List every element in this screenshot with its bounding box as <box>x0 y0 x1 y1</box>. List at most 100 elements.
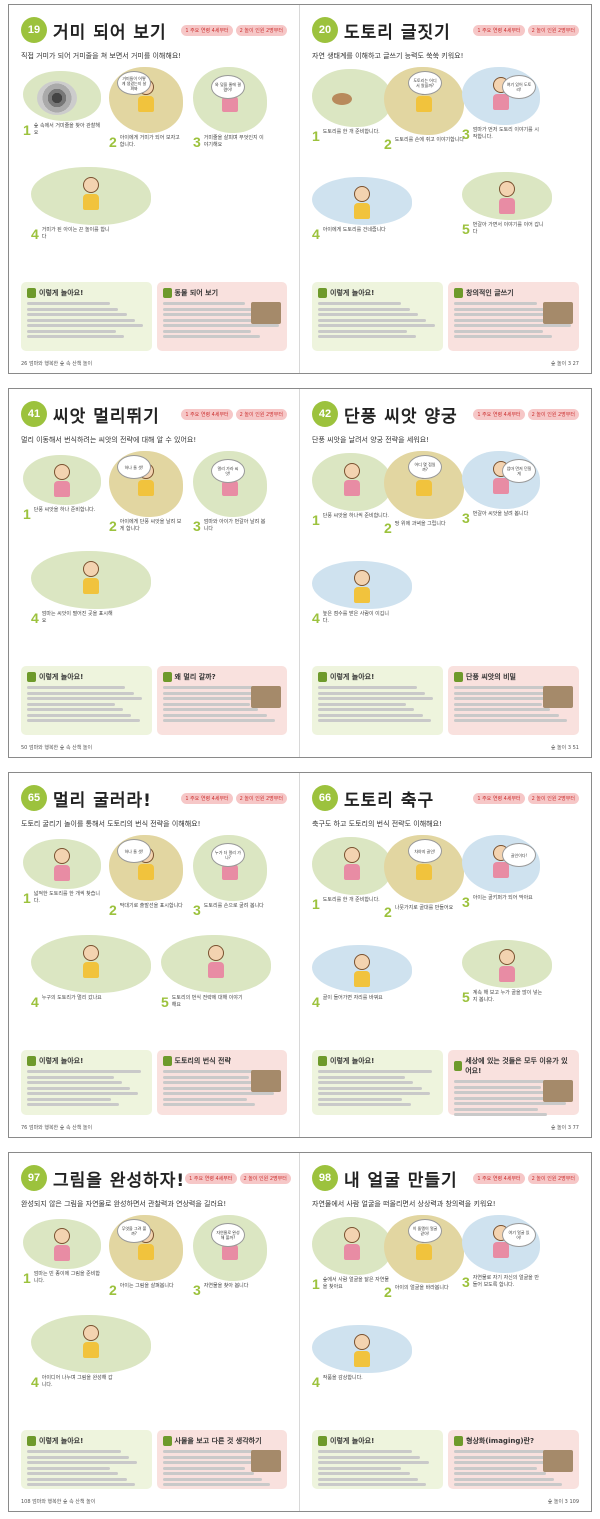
text-line <box>162 1070 277 1073</box>
step-number: 4 <box>31 994 39 1010</box>
speech-bubble: 자연물로 완성해 볼까? <box>211 1223 245 1247</box>
tip-boxes: 이렇게 놀아요!왜 멀리 갈까? <box>21 666 287 735</box>
text-line <box>27 335 125 338</box>
activity-intro: 완성되지 않은 그림을 자연물로 완성하면서 관찰력과 연상력을 길러요! <box>21 1200 227 1208</box>
page-footer: 숲 놀이 3 109 <box>548 1498 579 1505</box>
page-number: 77 <box>572 1125 579 1131</box>
step-number: 1 <box>23 122 31 138</box>
speech-bubble: 멀리 가라 씨앗! <box>211 459 245 483</box>
step-number: 5 <box>462 989 470 1005</box>
how-to-play-box: 이렇게 놀아요! <box>312 1430 443 1489</box>
step-text: 거미가 된 아이는 끈 놀이를 합니다 <box>41 227 110 240</box>
child-head <box>54 1228 70 1244</box>
info-tag: 2 놀이 인원 2명부터 <box>527 792 579 804</box>
text-line <box>162 702 251 706</box>
text-line <box>318 691 426 695</box>
child-figure <box>343 847 361 885</box>
speech-bubble: 여기 얼굴 있어! <box>502 1223 536 1247</box>
step-text: 엄마가 먼저 도토리 이야기를 시작합니다. <box>472 127 539 140</box>
step-text: 땅 위에 과녁을 그립니다 <box>394 521 446 527</box>
book-title: 숲 놀이 3 <box>550 1125 572 1131</box>
step-text: 아이는 그림을 살펴봅니다 <box>119 1283 174 1289</box>
text-line <box>27 1477 127 1481</box>
tip-box-title: 이렇게 놀아요! <box>318 1056 437 1066</box>
speech-bubble: 골인이다! <box>502 843 536 867</box>
text-line <box>27 324 144 327</box>
child-figure <box>82 561 100 599</box>
child-head <box>54 848 70 864</box>
how-to-play-box: 이렇게 놀아요! <box>21 666 152 735</box>
step-number: 2 <box>384 904 392 920</box>
step-text: 도토리를 손으로 굴려 봅니다 <box>203 903 264 909</box>
text-line <box>27 1450 121 1453</box>
illustration-blob <box>462 172 552 220</box>
child-figure <box>82 1325 100 1363</box>
step-text: 엄마는 빈 종이에 그림을 준비합니다. <box>33 1271 100 1284</box>
book-title: 숲 놀이 3 <box>547 1499 568 1505</box>
step-text: 아이디어 나누며 그림을 완성해 갑니다. <box>41 1375 113 1388</box>
info-tag: 2 놀이 인원 2명부터 <box>527 1172 579 1184</box>
child-body <box>416 96 432 113</box>
text-line <box>454 719 568 722</box>
body-text-lines <box>27 1450 146 1486</box>
illustration-blob <box>23 839 101 889</box>
text-line <box>27 1472 119 1475</box>
child-figure <box>353 1333 371 1372</box>
text-line <box>454 1461 565 1464</box>
text-line <box>318 1466 402 1470</box>
step-number: 1 <box>23 1270 31 1286</box>
text-line <box>27 1483 135 1486</box>
activity-intro: 자연 생태계를 이해하고 글쓰기 능력도 쑥쑥 키워요! <box>312 52 464 60</box>
page-footer: 숲 놀이 3 51 <box>551 744 579 751</box>
step-number: 2 <box>384 136 392 152</box>
child-body <box>222 479 238 496</box>
illustration-blob <box>462 940 552 988</box>
how-to-play-box: 이렇게 놀아요! <box>312 1050 443 1115</box>
text-line <box>318 324 435 327</box>
step-text: 번갈아 씨앗을 날려 봅니다 <box>472 511 529 517</box>
text-line <box>318 1477 418 1481</box>
step-number: 1 <box>312 512 320 528</box>
tip-box-title-text: 동물 되어 보기 <box>174 289 219 297</box>
text-line <box>454 691 562 695</box>
activity-number-badge: 66 <box>312 785 338 811</box>
step-number: 3 <box>462 1274 470 1290</box>
illustration-blob <box>23 455 101 505</box>
child-body <box>354 202 370 219</box>
text-line <box>318 1461 429 1464</box>
tip-icon <box>318 672 327 682</box>
text-line <box>454 1477 554 1481</box>
activity-number-badge: 97 <box>21 1165 47 1191</box>
step-text: 단풍 씨앗을 하나 준비합니다. <box>33 507 96 513</box>
child-body <box>499 197 515 214</box>
text-line <box>27 697 142 700</box>
text-line <box>27 1086 131 1090</box>
tip-icon <box>162 1056 172 1066</box>
how-to-play-box: 이렇게 놀아요! <box>312 282 443 351</box>
step-text: 자연물로 자기 자신의 얼굴을 만들어 보도록 합니다. <box>472 1275 539 1288</box>
page-number: 109 <box>569 1499 579 1505</box>
text-line <box>454 313 554 316</box>
text-line <box>454 1091 550 1094</box>
child-body <box>493 1242 509 1259</box>
